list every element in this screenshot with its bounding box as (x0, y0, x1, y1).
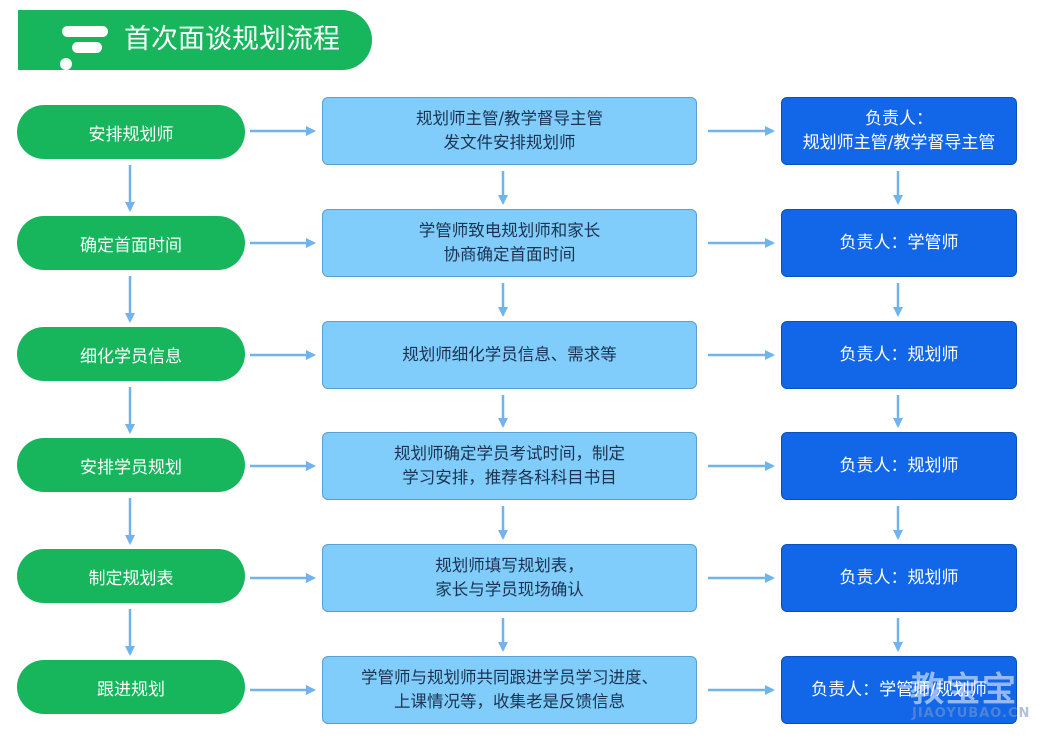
description-line: 规划师填写规划表， (435, 556, 584, 575)
watermark-logo: 教宝宝 (910, 670, 1018, 710)
description-line: 规划师细化学员信息、需求等 (402, 345, 617, 364)
step-description: 规划师填写规划表， 家长与学员现场确认 (322, 544, 697, 612)
step-description: 学管师致电规划师和家长协商确定首面时间 (322, 209, 697, 277)
watermark-url: JIAOYUBAO.CN (912, 706, 1031, 721)
description-line: 规划师主管/教学督导主管 (415, 109, 604, 128)
step-pill: 制定规划表 (17, 549, 245, 603)
logo-icon-dot (60, 58, 72, 70)
step-description: 规划师细化学员信息、需求等 (322, 321, 697, 389)
description-line: 协商确定首面时间 (443, 245, 576, 264)
logo-icon (62, 26, 108, 37)
page-title: 首次面谈规划流程 (124, 24, 340, 55)
step-owner: 负责人：学管师 (781, 209, 1017, 277)
step-description: 规划师主管/教学督导主管发文件安排规划师 (322, 97, 697, 165)
owner-line: 负责人：学管师 (839, 233, 959, 253)
owner-line: 负责人：规划师 (839, 456, 959, 476)
title-banner (18, 10, 372, 70)
step-pill: 跟进规划 (17, 660, 245, 714)
description-line: 学习安排，推荐各科科目书目 (402, 468, 617, 487)
logo-icon-bar (72, 42, 102, 53)
step-pill: 细化学员信息 (17, 327, 245, 381)
step-pill: 安排学员规划 (17, 438, 245, 492)
owner-line: 负责人：规划师 (839, 345, 959, 365)
description-line: 发文件安排规划师 (443, 133, 576, 152)
description-line: 学管师致电规划师和家长 (418, 221, 601, 240)
owner-line: 负责人： (865, 109, 933, 129)
step-owner: 负责人：规划师 (781, 321, 1017, 389)
owner-line: 规划师主管/教学督导主管 (802, 133, 996, 153)
description-line: 家长与学员现场确认 (435, 580, 584, 599)
description-line: 上课情况等，收集老是反馈信息 (394, 692, 625, 711)
description-line: 规划师确定学员考试时间，制定 (394, 444, 625, 463)
step-pill: 安排规划师 (17, 105, 245, 159)
step-owner: 负责人：规划师 (781, 544, 1017, 612)
description-line: 学管师与规划师共同跟进学员学习进度、 (361, 668, 658, 687)
step-description: 学管师与规划师共同跟进学员学习进度、上课情况等，收集老是反馈信息 (322, 656, 697, 724)
owner-line: 负责人：学管师/规划师 (811, 680, 987, 700)
step-pill: 确定首面时间 (17, 216, 245, 270)
step-owner: 负责人：规划师 (781, 432, 1017, 500)
step-description: 规划师确定学员考试时间，制定学习安排，推荐各科科目书目 (322, 432, 697, 500)
owner-line: 负责人：规划师 (839, 568, 959, 588)
step-owner: 负责人：学管师/规划师 (781, 656, 1017, 724)
step-owner: 负责人： 规划师主管/教学督导主管 (781, 97, 1017, 165)
